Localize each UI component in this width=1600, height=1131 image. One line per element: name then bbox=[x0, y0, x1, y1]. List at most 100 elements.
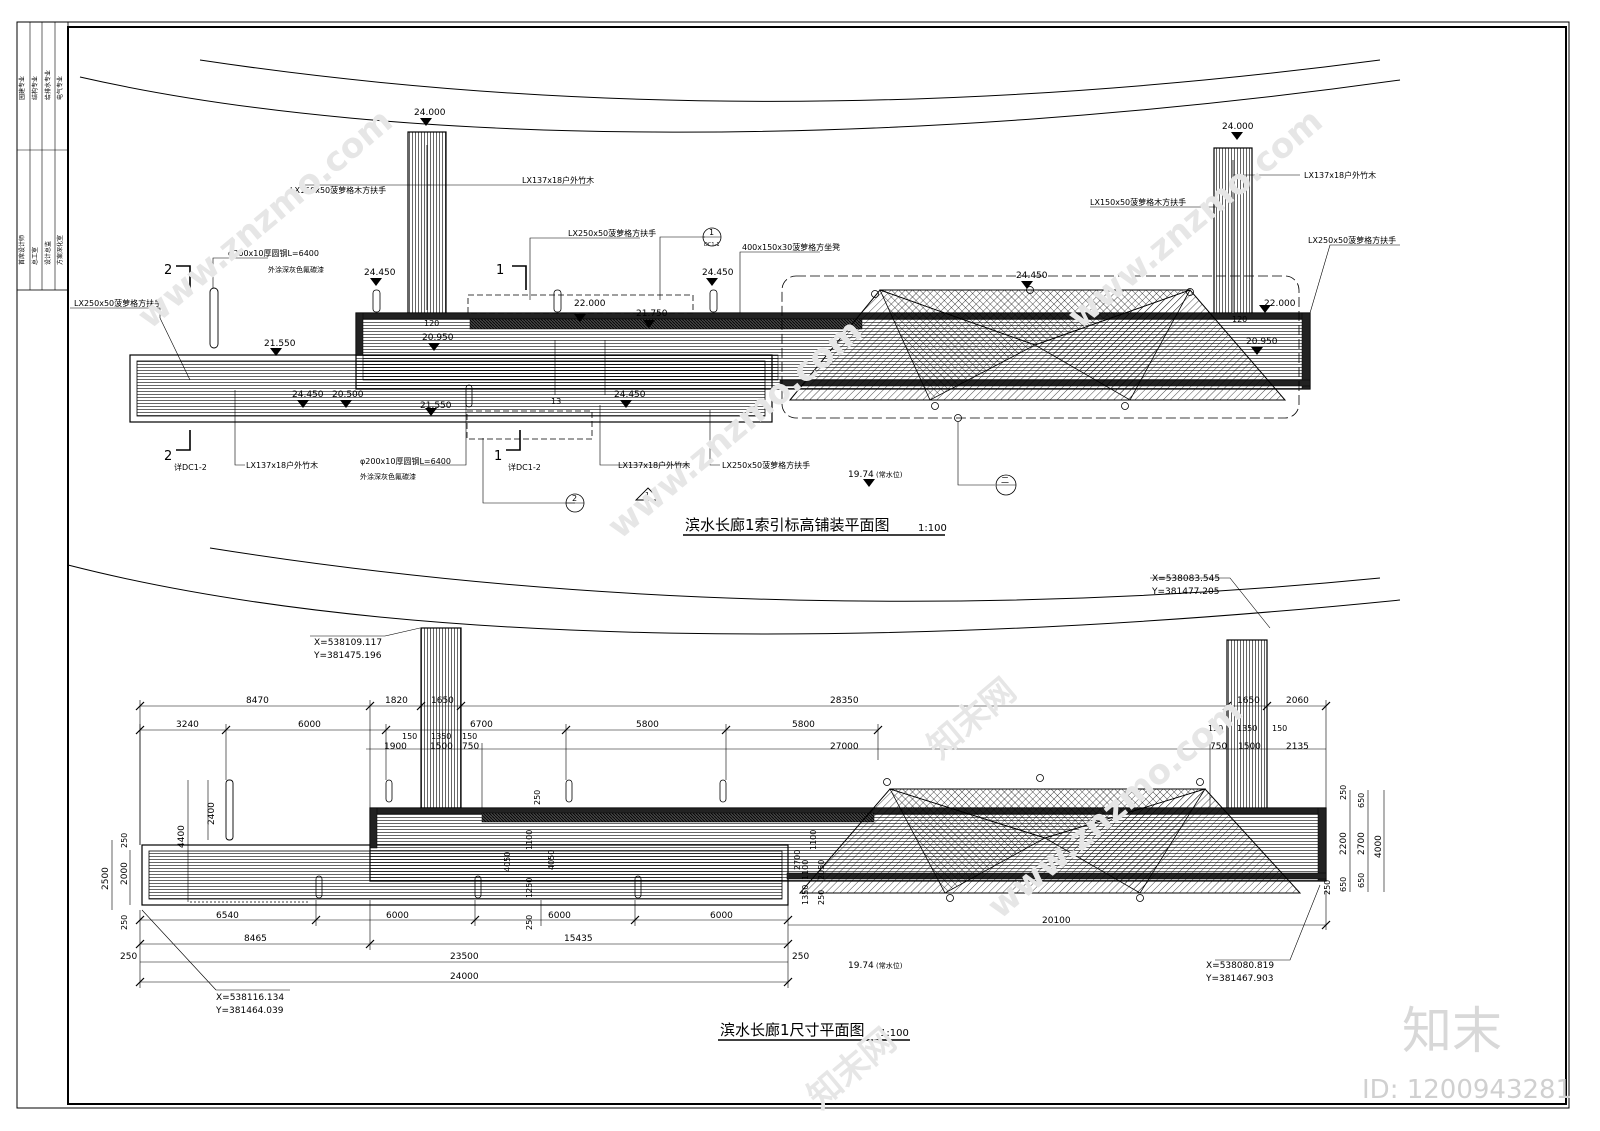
dim-left-4: 4400 bbox=[177, 825, 187, 848]
dim-right-5: 4000 bbox=[1374, 835, 1384, 858]
section-2-top: 2 bbox=[164, 263, 172, 278]
dim-inner-1: 4050 bbox=[503, 852, 512, 872]
note-lx150-right: LX150x50菠萝格木方扶手 bbox=[1090, 197, 1186, 207]
dim-right-0: 250 bbox=[1339, 785, 1348, 800]
dim-inner-2: 1100 bbox=[525, 830, 534, 850]
note-pipe-top-2: 外涂深灰色氟碳漆 bbox=[268, 265, 324, 274]
note-lx137-bot-1: LX137x18户外竹木 bbox=[246, 460, 318, 470]
plan2-title-text: 滨水长廊1尺寸平面图 bbox=[720, 1021, 865, 1039]
note-lx250-bot: LX250x50菠萝格方扶手 bbox=[722, 460, 810, 470]
elev-24450-d: 24.450 bbox=[292, 390, 324, 400]
callout-ref: DC1-1 bbox=[704, 242, 720, 248]
dim-row3-2: 750 bbox=[462, 742, 479, 752]
dim-left-3: 250 bbox=[120, 915, 129, 930]
coord-1-y: Y=381475.196 bbox=[313, 651, 382, 661]
dim-bot1-4: 6000 bbox=[710, 911, 733, 921]
elev-21750: 21.750 bbox=[636, 309, 668, 319]
plan1-title: 滨水长廊1索引标高铺装平面图 1:100 bbox=[683, 516, 947, 536]
dim-bot2-0: 8465 bbox=[244, 934, 267, 944]
dim-row2-2: 150 bbox=[402, 732, 417, 741]
dim-row3-3: 27000 bbox=[830, 742, 859, 752]
dim-bot3-2: 250 bbox=[792, 952, 809, 962]
coord-3-x: X=538116.134 bbox=[216, 993, 284, 1003]
dim-row2-1: 6000 bbox=[298, 720, 321, 730]
dim-row2-5: 6700 bbox=[470, 720, 493, 730]
plan2-title: 滨水长廊1尺寸平面图 1:100 bbox=[718, 1021, 910, 1041]
coord-4-x: X=538080.819 bbox=[1206, 961, 1274, 971]
dim-bot1-2: 250 bbox=[525, 915, 534, 930]
elev-21550-a: 21.550 bbox=[264, 339, 296, 349]
dim-row2-8: 150 bbox=[1208, 724, 1223, 733]
water-level-2-note: (常水位) bbox=[876, 961, 903, 970]
dim-row1-3: 28350 bbox=[830, 696, 859, 706]
callout-1: 1 bbox=[709, 228, 714, 237]
section-ref-a: 详DC1-2 bbox=[174, 462, 207, 472]
dim-inner-5: 1100 bbox=[809, 830, 818, 850]
coord-3-y: Y=381464.039 bbox=[215, 1006, 284, 1016]
dim-row1-0: 8470 bbox=[246, 696, 269, 706]
dim-row3-1: 1500 bbox=[430, 742, 453, 752]
note-lx137-bot-2: LX137x18户外竹木 bbox=[618, 460, 690, 470]
dim-right-3: 2200 bbox=[1339, 832, 1349, 855]
note-lx137-top: LX137x18户外竹木 bbox=[522, 175, 594, 185]
dim-row3-4: 750 bbox=[1210, 742, 1227, 752]
coord-4-y: Y=381467.903 bbox=[1205, 974, 1273, 984]
water-level-1-note: (常水位) bbox=[876, 470, 903, 479]
dim-13: 13 bbox=[551, 397, 561, 406]
dim-left-5: 2400 bbox=[207, 802, 217, 825]
note-pipe-top: φ200x10厚圆钢L=6400 bbox=[228, 248, 319, 258]
section-2-bot: 2 bbox=[164, 449, 172, 464]
dim-bot1-1: 6000 bbox=[386, 911, 409, 921]
sidebar-title-block: 园建专业 结构专业 给排水专业 电气专业 首席设计师 总工室 设计总监 方案深化… bbox=[16, 21, 69, 291]
plan1-labels: 24.000 24.000 24.450 24.450 24.450 22.00… bbox=[74, 108, 1396, 503]
dim-120-b: 120 bbox=[1232, 315, 1247, 324]
dim-row1-1: 1820 bbox=[385, 696, 408, 706]
dim-right-4: 2700 bbox=[1357, 832, 1367, 855]
dim-bot1-0: 6540 bbox=[216, 911, 239, 921]
elev-24000-right: 24.000 bbox=[1222, 122, 1254, 132]
elev-24000-left: 24.000 bbox=[414, 108, 446, 118]
outer-border bbox=[16, 21, 1570, 1109]
dim-inner-7: 1100 bbox=[801, 860, 810, 880]
note-pipe-bot-2: 外涂深灰色氟碳漆 bbox=[360, 472, 416, 481]
dim-row2-10: 150 bbox=[1272, 724, 1287, 733]
sidebar-row-top-3: 电气专业 bbox=[56, 76, 64, 100]
dim-row3-6: 2135 bbox=[1286, 742, 1309, 752]
water-level-2: 19.74 bbox=[848, 961, 874, 971]
plan1-elevation-markers bbox=[270, 118, 1271, 487]
sidebar-row-top-0: 园建专业 bbox=[18, 76, 26, 100]
dim-inner-3: 4050 bbox=[547, 850, 556, 870]
plan1-title-scale: 1:100 bbox=[918, 523, 947, 534]
elev-22000-a: 22.000 bbox=[574, 299, 606, 309]
sidebar-row-top-1: 结构专业 bbox=[31, 76, 39, 100]
coord-1-x: X=538109.117 bbox=[314, 638, 382, 648]
elev-21550-b: 21.550 bbox=[420, 401, 452, 411]
water-level-1: 19.74 bbox=[848, 470, 874, 480]
dim-row1-4: 1650 bbox=[1237, 696, 1260, 706]
dim-row2-3: 1350 bbox=[431, 732, 451, 741]
plan1-title-text: 滨水长廊1索引标高铺装平面图 bbox=[685, 516, 890, 534]
elev-22000-b: 22.000 bbox=[1264, 299, 1296, 309]
watermark-brand-1: 知末网 bbox=[920, 671, 1024, 767]
dim-row2-6: 5800 bbox=[636, 720, 659, 730]
dim-right-2: 650 bbox=[1357, 873, 1366, 888]
note-lx250-left: LX250x50菠萝格方扶手 bbox=[74, 298, 162, 308]
dim-row2-0: 3240 bbox=[176, 720, 199, 730]
elev-20500: 20.500 bbox=[332, 390, 364, 400]
dim-bot1-5: 20100 bbox=[1042, 916, 1071, 926]
callout-3: 二 bbox=[1001, 476, 1009, 485]
dim-row2-7: 5800 bbox=[792, 720, 815, 730]
dim-row1-2: 1650 bbox=[431, 696, 454, 706]
dim-inner-0: 250 bbox=[533, 790, 542, 805]
dim-bot2-1: 15435 bbox=[564, 934, 593, 944]
plan2-labels: X=538109.117 Y=381475.196 X=538083.545 Y… bbox=[101, 574, 1384, 1016]
dim-120-a: 120 bbox=[424, 319, 439, 328]
dim-left-0: 250 bbox=[120, 833, 129, 848]
dim-right-6: 650 bbox=[1339, 877, 1348, 892]
dim-right-1: 650 bbox=[1357, 793, 1366, 808]
note-lx150-left: LX150x50菠萝格木方扶手 bbox=[290, 185, 386, 195]
section-1-bot: 1 bbox=[494, 449, 502, 464]
plan2-drawing bbox=[67, 547, 1401, 991]
note-lx250-mid: LX250x50菠萝格方扶手 bbox=[568, 228, 656, 238]
